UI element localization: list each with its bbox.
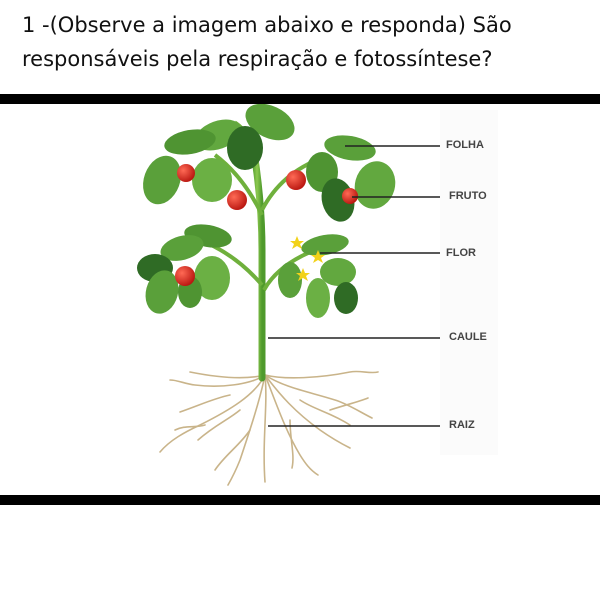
label-caule: CAULE <box>449 331 487 343</box>
flower <box>290 236 304 249</box>
tomato <box>177 164 195 182</box>
tomato <box>175 266 195 286</box>
question-line-1: 1 -(Observe a imagem abaixo e responda) … <box>22 13 512 37</box>
label-fruto: FRUTO <box>449 190 487 202</box>
plant-diagram: FOLHA FRUTO FLOR CAULE RAIZ <box>0 104 600 495</box>
tomato <box>342 188 358 204</box>
label-flor: FLOR <box>446 247 476 259</box>
top-divider <box>0 94 600 104</box>
flowers <box>290 236 325 281</box>
roots <box>159 370 379 486</box>
question-text: 1 -(Observe a imagem abaixo e responda) … <box>22 8 582 76</box>
label-leader-lines <box>268 145 440 427</box>
tomatoes <box>175 164 358 286</box>
label-folha: FOLHA <box>446 139 484 151</box>
question-line-2: responsáveis pela respiração e fotossínt… <box>22 47 493 71</box>
tomato <box>286 170 306 190</box>
leaves <box>137 104 396 318</box>
label-raiz: RAIZ <box>449 419 475 431</box>
tomato <box>227 190 247 210</box>
plant-illustration: FOLHA FRUTO FLOR CAULE RAIZ <box>137 104 498 486</box>
label-panel <box>440 110 498 455</box>
flower <box>311 250 325 263</box>
flower <box>296 268 310 281</box>
bottom-divider <box>0 495 600 505</box>
